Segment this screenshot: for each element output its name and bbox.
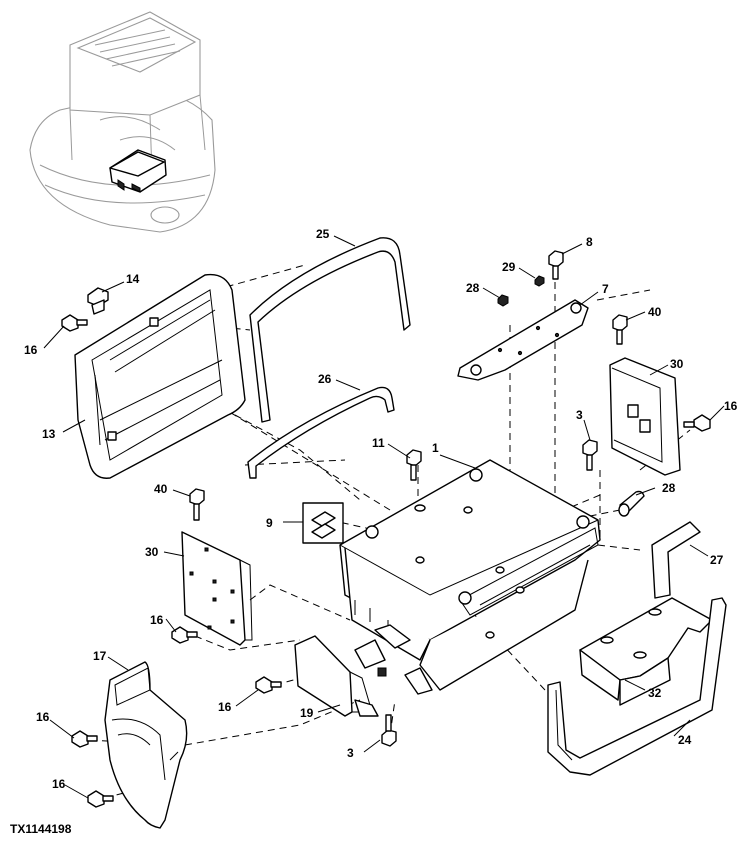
bolt-8	[548, 250, 564, 280]
part-26-seal	[247, 386, 395, 479]
part-9-clip-detail	[302, 502, 344, 544]
part-28-spacer-right	[618, 490, 645, 517]
machine-locator-view	[29, 11, 216, 233]
bolt-11	[406, 449, 422, 481]
bolt-40-right	[612, 314, 628, 345]
callout-16-upper-left: 16	[24, 343, 38, 357]
nut-28	[497, 294, 509, 307]
part-32-block	[579, 597, 713, 706]
leader-lines	[43, 235, 725, 799]
callout-40-right: 40	[648, 305, 662, 319]
callout-16-plate-left: 16	[150, 613, 164, 627]
bolt-16-bracket	[255, 676, 282, 694]
bolt-16-plate-left	[171, 626, 198, 644]
callout-16-cover-upper: 16	[36, 710, 50, 724]
callout-27: 27	[710, 553, 724, 567]
part-13-side-cover	[74, 273, 246, 479]
callout-13: 13	[42, 427, 56, 441]
callout-16-bracket: 16	[218, 700, 232, 714]
bolt-16-right	[683, 414, 711, 432]
callout-25: 25	[316, 227, 330, 241]
part-30-plate-right	[609, 357, 681, 476]
callout-8: 8	[586, 235, 593, 249]
callout-14: 14	[126, 272, 140, 286]
callout-3-lower: 3	[347, 746, 354, 760]
figure-id-label: TX1144198	[10, 822, 72, 836]
part-19-bracket	[294, 635, 379, 717]
callout-17: 17	[93, 649, 107, 663]
part-1-main-box	[339, 459, 601, 695]
callout-29: 29	[502, 260, 516, 274]
callout-labels: 1 3 3 7 8 9 11 13 14 16 16 16 16 16 16 1…	[24, 227, 738, 791]
callout-3-upper: 3	[576, 408, 583, 422]
bolt-40-left	[189, 488, 205, 521]
part-17-lower-cover	[104, 661, 188, 829]
bolt-3-upper	[582, 439, 598, 471]
callout-40-left: 40	[154, 482, 168, 496]
nut-29	[534, 275, 545, 287]
callout-28-right: 28	[662, 481, 676, 495]
part-30-plate-left	[181, 531, 253, 646]
callout-19: 19	[300, 706, 314, 720]
part-27-seal	[651, 521, 701, 599]
callout-24: 24	[678, 733, 692, 747]
bolt-16-upper-left	[61, 314, 88, 332]
part-24-frame	[547, 597, 727, 776]
callout-30-left: 30	[145, 545, 159, 559]
bolt-3-lower	[381, 714, 397, 747]
callout-16-cover-lower: 16	[52, 777, 66, 791]
callout-26: 26	[318, 372, 332, 386]
callout-32: 32	[648, 686, 662, 700]
callout-16-right: 16	[724, 399, 738, 413]
callout-7: 7	[602, 282, 609, 296]
callout-11: 11	[372, 436, 385, 450]
fasteners	[61, 250, 711, 808]
bolt-16-cover-lower	[87, 790, 114, 808]
callout-1: 1	[432, 441, 439, 455]
callout-30-right: 30	[670, 357, 684, 371]
part-7-bracket-plate	[457, 299, 589, 381]
callout-9: 9	[266, 516, 273, 530]
callout-28-upper: 28	[466, 281, 480, 295]
part-25-seal	[249, 237, 411, 423]
bolt-14	[87, 287, 109, 315]
bolt-16-cover-upper	[71, 730, 98, 748]
